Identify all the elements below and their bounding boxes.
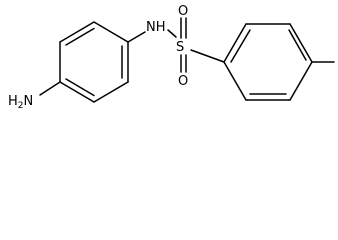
sulfonamide-nh-label: NH <box>146 20 166 35</box>
ring1-double-3 <box>65 78 95 97</box>
ring2-bond-6 <box>223 61 247 101</box>
ring2-bond-4 <box>289 61 313 101</box>
nh-to-s-bond <box>167 29 177 38</box>
ring2-bond-1 <box>223 23 247 63</box>
oxygen-bottom-label: O <box>178 74 188 89</box>
ring-to-nh-bond <box>127 31 146 43</box>
structure-diagram: H2N NH S O O <box>8 4 335 111</box>
ring1-bond-1 <box>59 21 95 43</box>
sulfur-label: S <box>176 40 184 55</box>
oxygen-top-label: O <box>178 4 188 19</box>
ring1-bond-4 <box>93 81 129 103</box>
ring2-bond-3 <box>289 23 313 63</box>
amine-bond <box>39 81 61 96</box>
ring1-bond-5 <box>59 81 95 103</box>
ring2-double-2 <box>288 29 307 61</box>
ring1-double-1 <box>65 27 95 46</box>
ring1-bond-2 <box>93 21 129 43</box>
s-to-ring-bond <box>190 49 225 63</box>
aminophenyl-ring <box>59 21 129 103</box>
amine-label: H2N <box>8 94 33 111</box>
ring2-double-1 <box>230 29 251 63</box>
tolyl-ring <box>223 23 313 101</box>
